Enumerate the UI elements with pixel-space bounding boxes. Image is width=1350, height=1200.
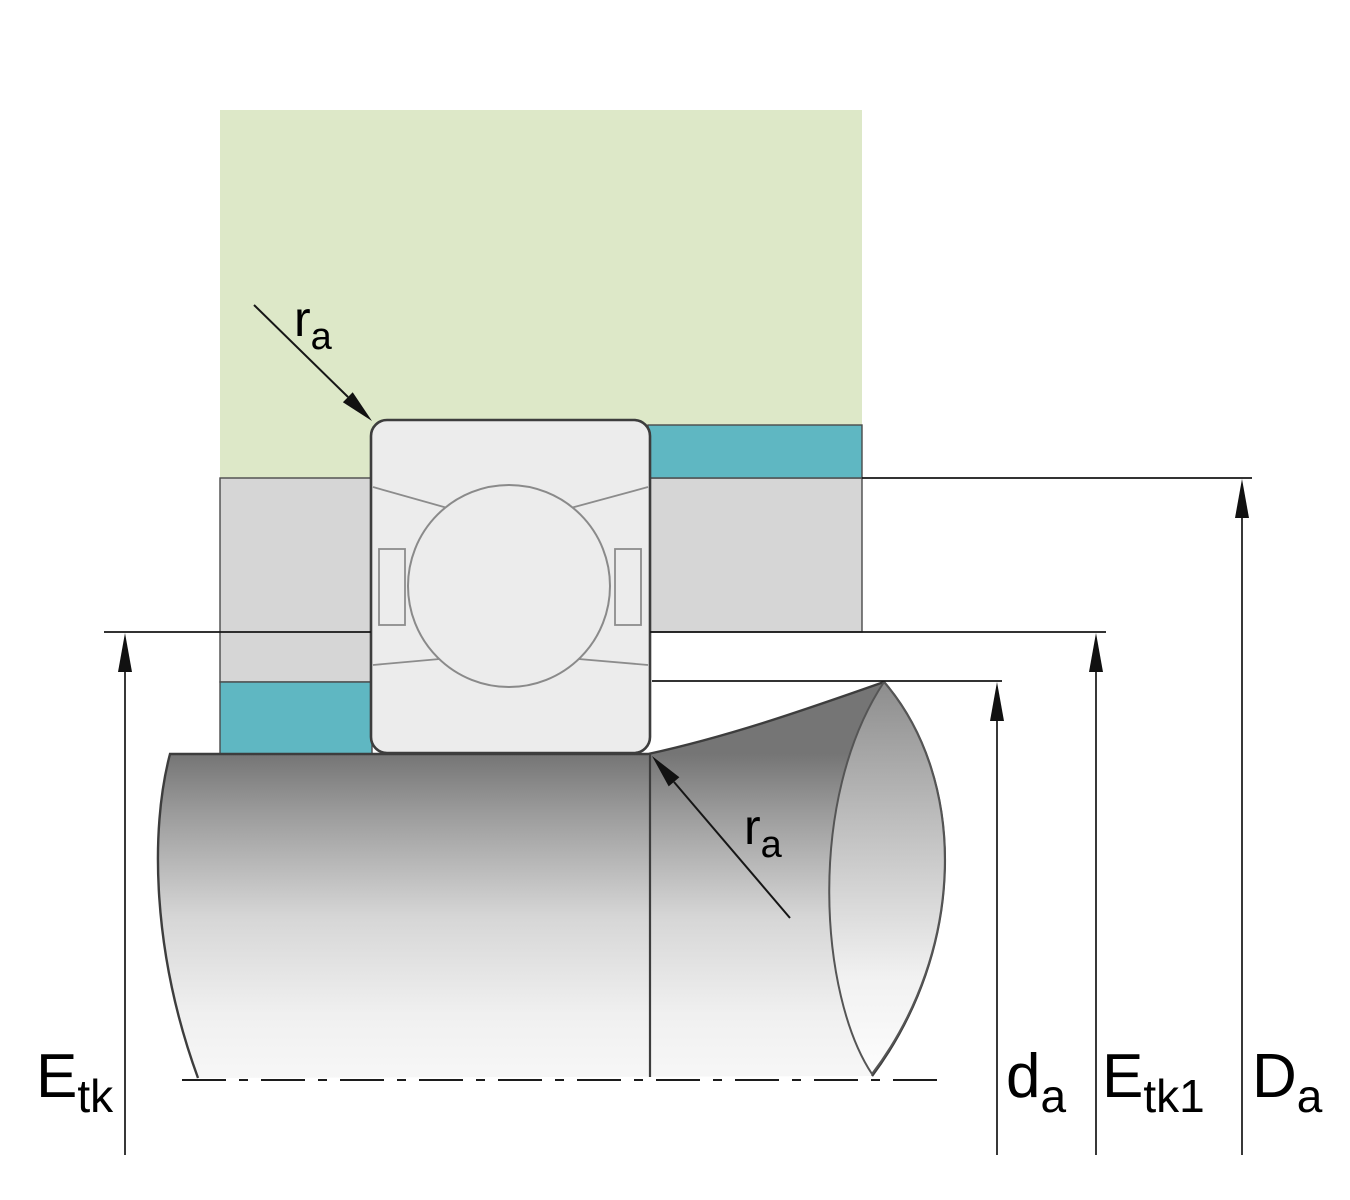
cage-left: [378, 548, 406, 626]
housing-bore-right: [647, 477, 863, 633]
label-Etk1-sub: tk1: [1143, 1070, 1204, 1122]
label-ra-bottom-main: r: [744, 799, 761, 855]
label-ra-bottom-sub: a: [761, 824, 783, 866]
arrowhead-Etk: [118, 633, 132, 672]
label-Etk-sub: tk: [77, 1070, 114, 1122]
housing-bore-left: [219, 477, 373, 683]
label-da-sub: a: [1040, 1070, 1066, 1122]
shaft-shoulder-face: [828, 680, 946, 1076]
housing-block: [220, 110, 862, 478]
shaft-body: [157, 682, 945, 1078]
raceway-line: [372, 486, 452, 510]
cage-right: [614, 548, 642, 626]
arrowhead-Etk1: [1089, 633, 1103, 672]
label-da: da: [1006, 1042, 1066, 1122]
dimension-lines: [104, 304, 1252, 1155]
arrowhead-ra-top: [342, 392, 372, 421]
label-Etk1-main: E: [1102, 1042, 1143, 1111]
shaft-section: [156, 680, 946, 1081]
label-Da-main: D: [1252, 1042, 1297, 1111]
label-Da-sub: a: [1297, 1070, 1323, 1122]
label-ra-bottom: ra: [744, 799, 783, 866]
label-Etk-main: E: [36, 1042, 77, 1111]
leader-ra-top: [253, 304, 349, 398]
raceway-line: [566, 657, 649, 666]
arrowhead-da: [990, 682, 1004, 721]
raceway-line: [566, 486, 649, 510]
label-ra-top-main: r: [294, 291, 311, 347]
shaft-spacer-ring: [219, 681, 373, 755]
bearing-cross-section: [369, 418, 652, 755]
label-da-main: d: [1006, 1042, 1040, 1111]
arrowhead-ra-bottom: [652, 756, 680, 787]
dimension-labels: ra ra Etk da Etk1 Da: [36, 291, 1323, 1122]
label-Etk1: Etk1: [1102, 1042, 1205, 1122]
label-ra-top: ra: [294, 291, 333, 358]
label-Da: Da: [1252, 1042, 1323, 1122]
arrowhead-Da: [1235, 479, 1249, 518]
housing-abutment-ring: [647, 424, 863, 479]
bearing-ball: [407, 484, 611, 688]
label-Etk: Etk: [36, 1042, 114, 1122]
leader-ra-bottom: [673, 781, 791, 919]
label-ra-top-sub: a: [311, 316, 333, 358]
housing-section: [219, 110, 863, 755]
